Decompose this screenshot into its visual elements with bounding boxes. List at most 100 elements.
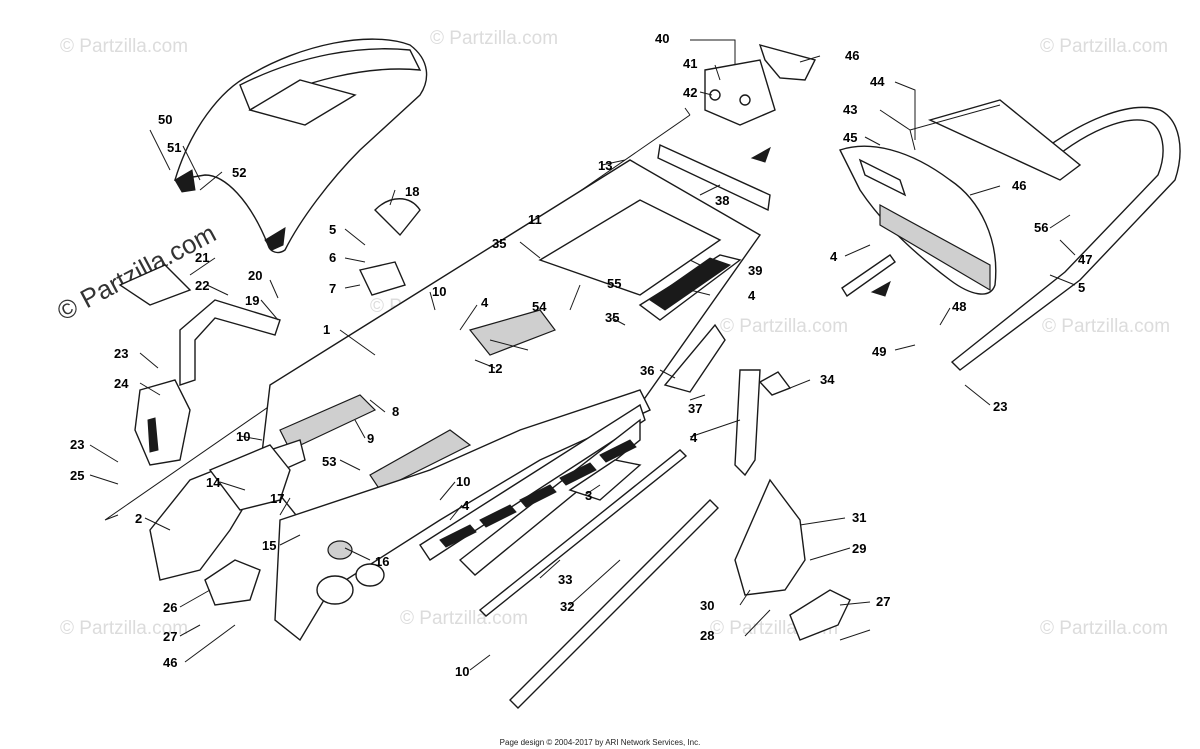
callout-18: 18 bbox=[405, 184, 419, 199]
footrest-left bbox=[204, 559, 261, 606]
callout-11: 11 bbox=[528, 212, 542, 227]
callout-28: 28 bbox=[700, 628, 714, 643]
callout-54: 54 bbox=[532, 299, 547, 314]
watermark: © Partzilla.com bbox=[720, 316, 849, 337]
callout-37: 37 bbox=[688, 401, 702, 416]
callout-10: 10 bbox=[236, 429, 250, 444]
callout-4: 4 bbox=[690, 430, 698, 445]
callout-4: 4 bbox=[481, 295, 489, 310]
callout-17: 17 bbox=[270, 491, 284, 506]
callout-12: 12 bbox=[488, 361, 502, 376]
callout-4: 4 bbox=[748, 288, 756, 303]
callout-21: 21 bbox=[195, 250, 209, 265]
callout-26: 26 bbox=[163, 600, 177, 615]
rear-bracket bbox=[704, 43, 817, 126]
callout-34: 34 bbox=[820, 372, 835, 387]
rod-lower bbox=[509, 499, 719, 709]
callout-52: 52 bbox=[232, 165, 246, 180]
callout-48: 48 bbox=[952, 299, 966, 314]
watermark: © Partzilla.com bbox=[430, 28, 559, 49]
toe-hold bbox=[734, 478, 806, 596]
callout-45: 45 bbox=[843, 130, 857, 145]
callout-33: 33 bbox=[558, 572, 572, 587]
footrest-right bbox=[789, 589, 851, 641]
callout-16: 16 bbox=[375, 554, 389, 569]
callout-44: 44 bbox=[870, 74, 885, 89]
callout-55: 55 bbox=[607, 276, 621, 291]
knob bbox=[758, 371, 792, 396]
step-bracket bbox=[568, 459, 642, 501]
callout-56: 56 bbox=[1034, 220, 1048, 235]
watermark: © Partzilla.com bbox=[1040, 36, 1169, 57]
callout-1: 1 bbox=[323, 322, 330, 337]
direction-arrow bbox=[750, 146, 771, 163]
callout-3: 3 bbox=[585, 488, 592, 503]
mud-flap bbox=[663, 323, 726, 393]
callout-labels: 5051521856721222019123242325101422627461… bbox=[70, 31, 1092, 679]
bracket-small bbox=[358, 261, 406, 296]
cap bbox=[374, 198, 421, 237]
watermark: © Partzilla.com bbox=[1042, 316, 1171, 337]
callout-38: 38 bbox=[715, 193, 729, 208]
callout-46: 46 bbox=[163, 655, 177, 670]
seat bbox=[174, 38, 428, 254]
rear-cross-bar bbox=[657, 143, 771, 212]
callout-29: 29 bbox=[852, 541, 866, 556]
rear-bumper bbox=[909, 99, 1181, 371]
callout-39: 39 bbox=[748, 263, 762, 278]
direction-arrow bbox=[870, 280, 891, 297]
rod-upper bbox=[478, 449, 688, 617]
callout-4: 4 bbox=[462, 498, 470, 513]
watermark: © Partzilla.com bbox=[1040, 618, 1169, 639]
callout-7: 7 bbox=[329, 281, 336, 296]
callout-30: 30 bbox=[700, 598, 714, 613]
callout-41: 41 bbox=[683, 56, 697, 71]
callout-4: 4 bbox=[830, 249, 838, 264]
callout-8: 8 bbox=[392, 404, 399, 419]
watermark: © Partzilla.com bbox=[60, 618, 189, 639]
tunnel bbox=[259, 159, 762, 521]
callout-35: 35 bbox=[605, 310, 619, 325]
watermark: © Partzilla.com bbox=[60, 36, 189, 57]
callout-32: 32 bbox=[560, 599, 574, 614]
callout-35: 35 bbox=[492, 236, 506, 251]
grab-bar bbox=[134, 299, 281, 466]
callout-25: 25 bbox=[70, 468, 84, 483]
callout-10: 10 bbox=[455, 664, 469, 679]
callout-36: 36 bbox=[640, 363, 654, 378]
callout-13: 13 bbox=[598, 158, 612, 173]
callout-23: 23 bbox=[70, 437, 84, 452]
callout-10: 10 bbox=[432, 284, 446, 299]
callout-49: 49 bbox=[872, 344, 886, 359]
callout-31: 31 bbox=[852, 510, 866, 525]
front-frame bbox=[149, 439, 306, 581]
callout-20: 20 bbox=[248, 268, 262, 283]
callout-5: 5 bbox=[1078, 280, 1085, 295]
rear-rail bbox=[841, 254, 896, 297]
callout-5: 5 bbox=[329, 222, 336, 237]
callout-24: 24 bbox=[114, 376, 129, 391]
callout-23: 23 bbox=[993, 399, 1007, 414]
callout-40: 40 bbox=[655, 31, 669, 46]
callout-23: 23 bbox=[114, 346, 128, 361]
callout-46: 46 bbox=[1012, 178, 1026, 193]
callout-10: 10 bbox=[456, 474, 470, 489]
callout-2: 2 bbox=[135, 511, 142, 526]
callout-51: 51 bbox=[167, 140, 181, 155]
callout-15: 15 bbox=[262, 538, 276, 553]
watermark: © Partzilla.com bbox=[400, 608, 529, 629]
callout-6: 6 bbox=[329, 250, 336, 265]
tunnel-side bbox=[274, 389, 651, 642]
hitch-bracket bbox=[734, 369, 761, 477]
callout-50: 50 bbox=[158, 112, 172, 127]
callout-19: 19 bbox=[245, 293, 259, 308]
callout-42: 42 bbox=[683, 85, 697, 100]
leader-lines bbox=[89, 39, 1076, 671]
callout-14: 14 bbox=[206, 475, 221, 490]
callout-53: 53 bbox=[322, 454, 336, 469]
snow-flap bbox=[839, 145, 997, 295]
callout-47: 47 bbox=[1078, 252, 1092, 267]
cover bbox=[118, 264, 192, 306]
